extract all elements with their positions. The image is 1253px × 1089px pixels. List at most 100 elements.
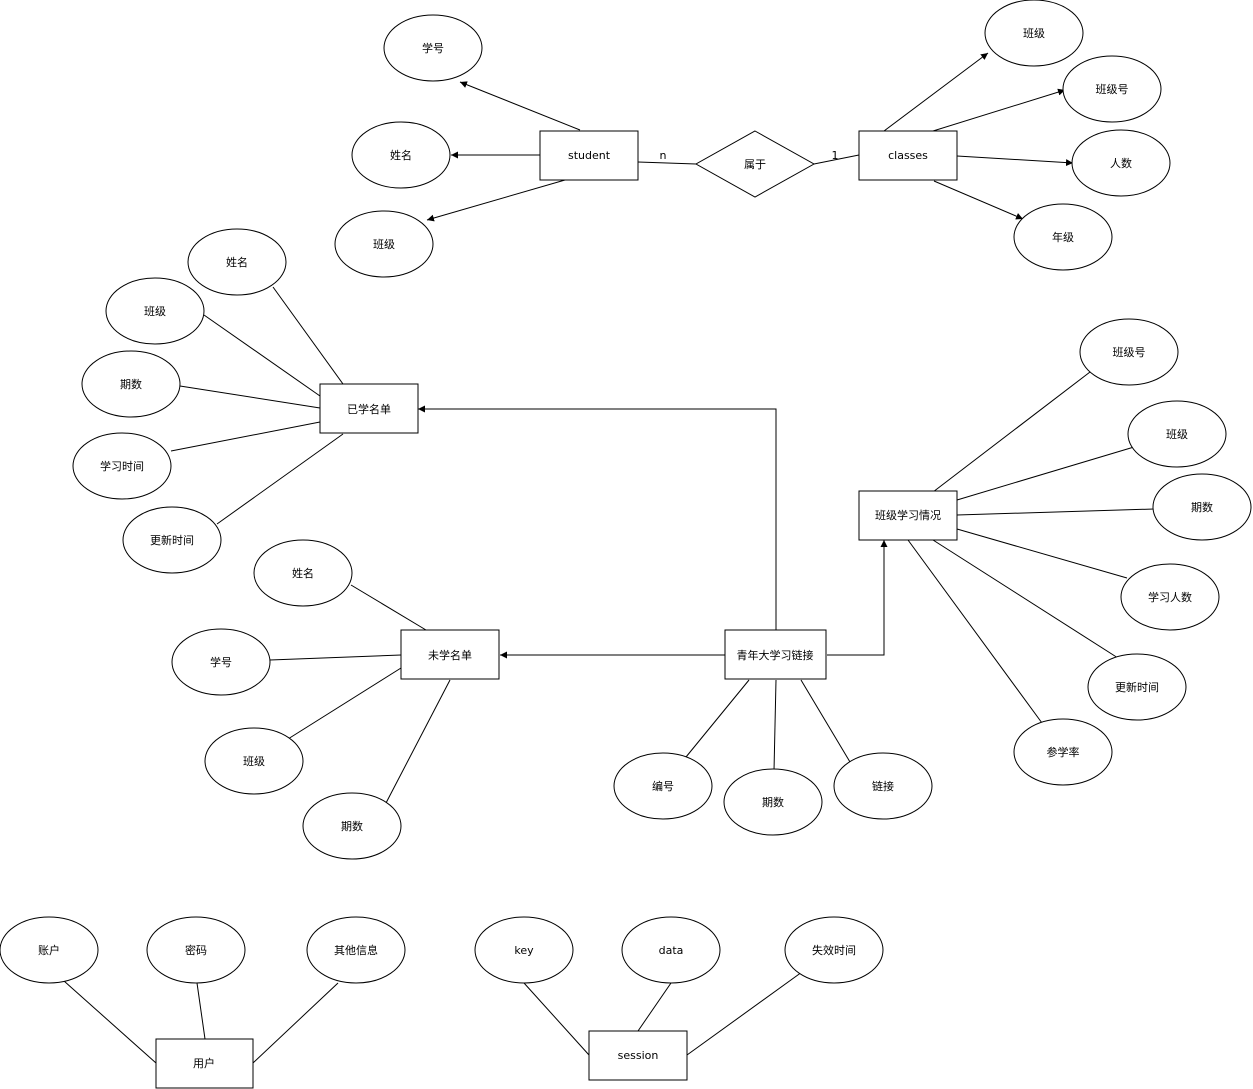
edge-link-learned xyxy=(418,405,777,630)
attribute-classes-count[interactable]: 人数 xyxy=(1071,129,1171,197)
edge-cs-issue xyxy=(956,508,1155,516)
entity-label: 未学名单 xyxy=(428,648,472,662)
entity-label: 用户 xyxy=(193,1056,215,1070)
entity-label: 青年大学习链接 xyxy=(737,648,814,662)
entity-label: 班级学习情况 xyxy=(875,508,941,522)
attribute-learned-time[interactable]: 学习时间 xyxy=(72,432,172,500)
attribute-learned-class[interactable]: 班级 xyxy=(105,277,205,345)
attribute-cs-update[interactable]: 更新时间 xyxy=(1087,653,1187,721)
edge-classes-class xyxy=(883,52,989,132)
attribute-session-key[interactable]: key xyxy=(474,916,574,984)
attribute-label: 更新时间 xyxy=(150,533,194,547)
attribute-cs-rate[interactable]: 参学率 xyxy=(1013,718,1113,786)
attribute-label: 期数 xyxy=(1191,501,1213,514)
attribute-label: 班级 xyxy=(1023,27,1045,40)
attribute-label: 期数 xyxy=(341,820,363,833)
attribute-label: 班级 xyxy=(144,305,166,318)
edge-learned-time xyxy=(170,421,321,452)
attribute-label: 班级 xyxy=(373,238,395,251)
entity-learned-list[interactable]: 已学名单 xyxy=(319,383,419,434)
attribute-unl-issue[interactable]: 期数 xyxy=(302,792,402,860)
edge-cs-rate xyxy=(907,539,1043,724)
attribute-label: 期数 xyxy=(120,378,142,391)
edge-link-no xyxy=(685,679,750,758)
entity-study-link[interactable]: 青年大学习链接 xyxy=(724,629,827,680)
attribute-classes-classno[interactable]: 班级号 xyxy=(1062,55,1162,123)
edge-cs-class xyxy=(956,446,1135,501)
attribute-label: 期数 xyxy=(762,796,784,809)
attribute-unl-xuehao[interactable]: 学号 xyxy=(171,628,271,696)
attribute-learned-name[interactable]: 姓名 xyxy=(187,228,287,296)
attribute-label: 学习时间 xyxy=(100,459,144,473)
attribute-student-name[interactable]: 姓名 xyxy=(351,121,451,189)
entity-session[interactable]: session xyxy=(588,1030,688,1081)
attribute-link-url[interactable]: 链接 xyxy=(833,752,933,820)
attribute-label: 姓名 xyxy=(292,566,314,580)
edge-user-account xyxy=(63,980,157,1064)
edge-user-other xyxy=(252,982,339,1064)
entity-label: student xyxy=(568,149,611,162)
attribute-cs-classno[interactable]: 班级号 xyxy=(1079,318,1179,386)
edge-cs-classno xyxy=(932,371,1091,493)
edge-unl-xuehao xyxy=(269,654,402,661)
attribute-label: 姓名 xyxy=(390,148,412,162)
attribute-label: 链接 xyxy=(872,779,894,793)
attribute-user-other[interactable]: 其他信息 xyxy=(306,916,406,984)
edge-learned-update xyxy=(216,433,344,525)
edge-learned-class xyxy=(203,314,321,397)
edge-learned-issue xyxy=(179,385,321,409)
attribute-label: 更新时间 xyxy=(1115,680,1159,694)
attribute-user-password[interactable]: 密码 xyxy=(146,916,246,984)
attribute-label: 密码 xyxy=(185,943,207,957)
edge-link-issue xyxy=(773,679,777,772)
attribute-label: 编号 xyxy=(652,779,674,793)
attribute-session-expire[interactable]: 失效时间 xyxy=(784,916,884,984)
edge-student-belongs xyxy=(637,161,697,165)
attribute-label: 班级号 xyxy=(1113,346,1146,359)
attribute-cs-issue[interactable]: 期数 xyxy=(1152,473,1252,541)
attribute-session-data[interactable]: data xyxy=(621,916,721,984)
attribute-label: 班级 xyxy=(243,755,265,768)
attribute-label: key xyxy=(514,944,534,957)
entity-classes[interactable]: classes xyxy=(858,130,958,181)
entity-label: session xyxy=(618,1049,659,1062)
edge-classes-grade xyxy=(933,180,1024,220)
attribute-cs-count[interactable]: 学习人数 xyxy=(1120,563,1220,631)
attribute-classes-grade[interactable]: 年级 xyxy=(1013,203,1113,271)
edge-unl-class xyxy=(287,667,402,740)
attribute-label: 学习人数 xyxy=(1148,590,1192,604)
edge-session-data xyxy=(637,982,672,1032)
attribute-classes-class[interactable]: 班级 xyxy=(984,0,1084,67)
edge-cs-count xyxy=(956,528,1128,579)
attribute-unl-class[interactable]: 班级 xyxy=(204,727,304,795)
edges xyxy=(63,52,1155,1064)
attribute-label: 班级号 xyxy=(1096,83,1129,96)
edge-session-expire xyxy=(686,971,803,1056)
attribute-student-xuehao[interactable]: 学号 xyxy=(383,14,483,82)
entity-label: classes xyxy=(888,149,928,162)
attribute-label: 账户 xyxy=(38,943,60,957)
edge-learned-name xyxy=(272,286,344,385)
edge-cs-update xyxy=(932,539,1119,659)
attribute-learned-issue[interactable]: 期数 xyxy=(81,350,181,418)
cardinality-n: n xyxy=(660,149,667,162)
cardinality-1: 1 xyxy=(832,149,839,162)
entity-user[interactable]: 用户 xyxy=(155,1038,254,1089)
entity-unlearned-list[interactable]: 未学名单 xyxy=(400,629,500,680)
entity-class-study[interactable]: 班级学习情况 xyxy=(858,490,958,541)
entity-student[interactable]: student xyxy=(539,130,639,181)
attribute-student-class[interactable]: 班级 xyxy=(334,210,434,278)
attribute-label: 年级 xyxy=(1052,230,1074,244)
edge-classes-count xyxy=(956,155,1074,167)
attribute-label: data xyxy=(659,944,684,957)
attribute-user-account[interactable]: 账户 xyxy=(0,916,99,984)
attribute-link-no[interactable]: 编号 xyxy=(613,752,713,820)
relationship-belongs[interactable]: 属于 xyxy=(694,130,816,198)
attribute-unl-name[interactable]: 姓名 xyxy=(253,539,353,607)
attribute-label: 学号 xyxy=(422,41,444,55)
attribute-link-issue[interactable]: 期数 xyxy=(723,768,823,836)
attribute-learned-update[interactable]: 更新时间 xyxy=(122,506,222,574)
attribute-cs-class[interactable]: 班级 xyxy=(1127,400,1227,468)
attribute-label: 失效时间 xyxy=(812,943,856,957)
